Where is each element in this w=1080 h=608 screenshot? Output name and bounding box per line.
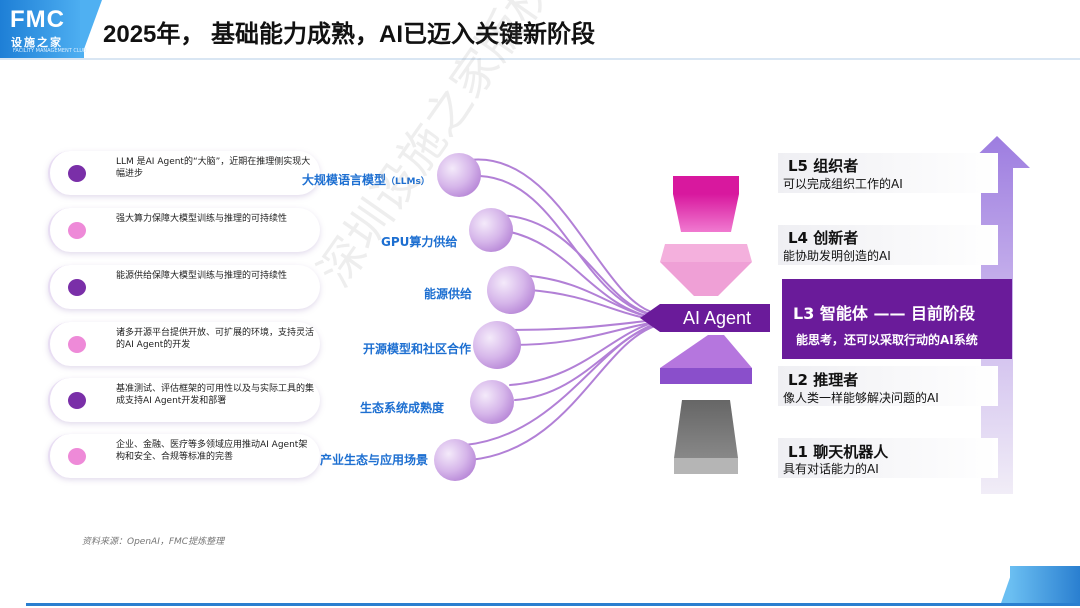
sphere-llm [437,153,481,197]
level-l1-bg [778,438,998,478]
card-industry: 企业、金融、医疗等多领域应用推动AI Agent架构和安全、合规等标准的完善 [48,434,320,478]
funnel-l4-taper [660,262,752,296]
connector-5b [509,321,656,386]
card-ecosystem: 基准测试、评估框架的可用性以及与实际工具的集成支持AI Agent开发和部署 [48,378,320,422]
card-text: 能源供给保障大模型训练与推理的可持续性 [116,271,288,281]
circle-dot-icon [68,222,86,239]
factor-ecosystem: 生态系统成熟度 [360,401,445,415]
factor-opensource: 开源模型和社区合作 [363,342,472,356]
level-l4-desc: 能协助发明创造的AI [783,249,891,263]
funnel-l1 [674,458,738,474]
circle-dot-icon [68,279,86,296]
level-l2-title: L2 推理者 [788,371,859,389]
factor-energy: 能源供给 [424,287,473,301]
connector-4b [504,319,656,331]
logo-subtitle: 设施之家 [11,36,63,49]
sphere-industry [434,439,476,481]
level-l5-bg [778,153,998,193]
connector-3b [519,274,656,319]
footer-line [26,603,1080,606]
logo-slant [80,0,102,60]
level-l1-desc: 具有对话能力的AI [783,462,879,476]
factor-suffix: （LLMs） [386,177,430,187]
level-l3-box [782,279,1012,359]
level-l3-desc: 能思考，还可以采取行动的AI系统 [796,333,978,347]
card-energy: 能源供给保障大模型训练与推理的可持续性 [48,265,320,309]
funnel-l2 [660,368,752,384]
card-opensource: 诸多开源平台提供开放、可扩展的环境，支持灵活的AI Agent的开发 [48,322,320,366]
logo-box [0,0,84,60]
funnel-l5 [673,176,739,194]
card-text: 强大算力保障大模型训练与推理的可持续性 [116,214,288,224]
level-l2-desc: 像人类一样能够解决问题的AI [783,391,939,405]
level-l1-title: L1 聊天机器人 [788,443,889,461]
connector-6 [469,325,656,461]
sphere-energy [487,266,535,314]
card-gpu: 强大算力保障大模型训练与推理的可持续性 [48,208,320,252]
sphere-gpu [469,208,513,252]
sphere-opensource [473,321,521,369]
card-text: LLM 是AI Agent的“大脑”，近期在推理侧实现大幅进步 [116,157,311,179]
circle-dot-icon [68,448,86,465]
level-l3-title: L3 智能体 —— 目前阶段 [793,304,976,323]
level-l5-title: L5 组织者 [788,157,859,175]
connector-3 [529,289,656,321]
logo: FMC [10,6,65,33]
level-l5-desc: 可以完成组织工作的AI [783,177,903,191]
source-note: 资料来源：OpenAI，FMC提炼整理 [82,537,225,547]
card-text: 企业、金融、医疗等多领域应用推动AI Agent架构和安全、合规等标准的完善 [116,440,308,462]
funnel-l4 [660,244,752,262]
factor-gpu: GPU算力供给 [381,235,458,249]
factor-label: 大规模语言模型 [302,173,387,187]
connector-1b [469,158,656,314]
circle-dot-icon [68,336,86,353]
center-label: AI Agent [682,308,752,328]
sphere-ecosystem [470,380,514,424]
connector-6b [464,324,656,446]
circle-dot-icon [68,392,86,409]
logo-tagline: FACILITY MANAGEMENT CLUB [13,48,87,54]
footer-accent [1010,566,1080,606]
level-l4-title: L4 创新者 [788,229,859,247]
level-l4-bg [778,225,998,265]
card-text: 基准测试、评估框架的可用性以及与实际工具的集成支持AI Agent开发和部署 [116,384,315,406]
card-llm: LLM 是AI Agent的“大脑”，近期在推理侧实现大幅进步 [48,151,320,195]
funnel-l1-taper [674,400,738,458]
center-arrow [640,304,770,332]
circle-dot-icon [68,165,86,182]
card-text: 诸多开源平台提供开放、可扩展的环境，支持灵活的AI Agent的开发 [116,328,315,350]
connector-4 [509,321,656,346]
connector-2b [494,214,656,316]
header-divider [0,58,1080,60]
funnel-l3 [660,335,752,368]
connector-1 [479,175,656,317]
factor-industry: 产业生态与应用场景 [320,453,429,467]
factor-llm: 大规模语言模型（LLMs） [302,171,430,188]
level-l2-bg [778,366,998,406]
funnel-l5-taper [673,194,739,232]
page-title: 2025年， 基础能力成熟，AI已迈入关键新阶段 [103,21,596,48]
